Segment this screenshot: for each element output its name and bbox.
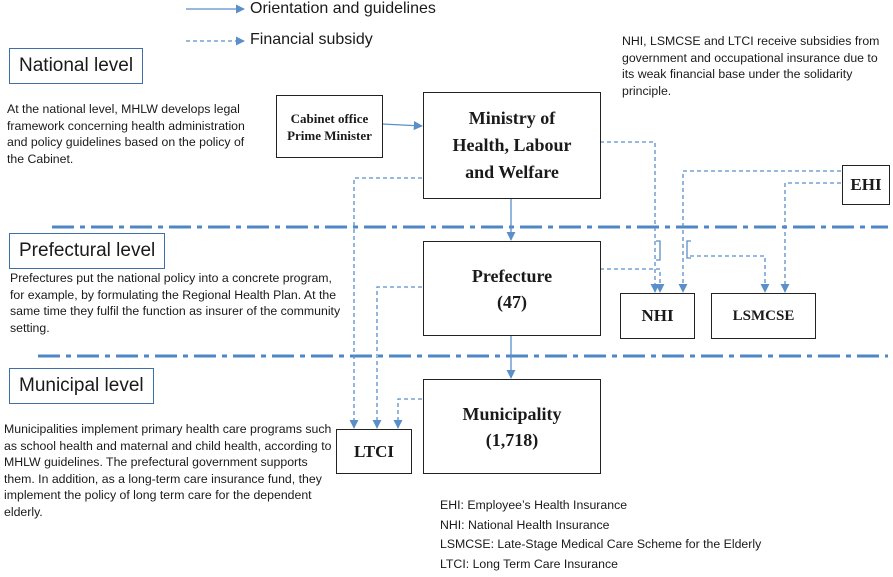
abbreviation-ltci: LTCI: Long Term Care Insurance	[440, 556, 618, 571]
node-cabinet-office: Cabinet office Prime Minister	[276, 95, 383, 158]
node-nhi: NHI	[620, 293, 695, 339]
node-prefecture: Prefecture (47)	[423, 241, 601, 336]
description-national: At the national level, MHLW develops leg…	[7, 102, 245, 166]
description-prefectural: Prefectures put the national policy into…	[10, 271, 341, 335]
subsidy-mhlw-to-nhi	[600, 141, 660, 293]
bracket-nhi	[656, 240, 661, 261]
level-national: National level	[9, 48, 144, 84]
abbreviation-key: EHI: Employee’s Health Insurance NHI: Na…	[440, 496, 761, 574]
arrow-cabinet-to-mhlw	[381, 121, 423, 131]
description-municipal: Municipalities implement primary health …	[4, 422, 332, 519]
subsidy-ehi-to-lsmcse	[780, 182, 841, 293]
node-lsmcse: LSMCSE	[711, 293, 816, 339]
subsidy-prefecture-to-ltci	[372, 286, 422, 429]
bracket-lsmcse	[686, 240, 691, 259]
node-ltci: LTCI	[336, 429, 412, 474]
legend-solid-label: Orientation and guidelines	[250, 0, 436, 17]
subsidy-municipality-to-ltci	[393, 398, 422, 429]
level-municipal: Municipal level	[9, 368, 154, 404]
node-mhlw: Ministry of Health, Labour and Welfare	[423, 92, 601, 199]
subsidy-prefecture-to-lsmcse	[690, 255, 770, 293]
level-prefectural: Prefectural level	[9, 233, 166, 269]
node-ehi: EHI	[842, 165, 890, 205]
abbreviation-ehi: EHI: Employee’s Health Insurance	[440, 498, 628, 512]
subsidy-prefecture-to-nhi	[600, 268, 665, 293]
node-municipality: Municipality (1,718)	[423, 379, 601, 474]
legend-dashed-label: Financial subsidy	[250, 31, 373, 48]
subsidy-ehi-to-nhi	[678, 170, 841, 293]
abbreviation-lsmcse: LSMCSE: Late-Stage Medical Care Scheme f…	[440, 537, 762, 551]
subsidy-mhlw-to-ltci	[349, 177, 422, 429]
abbreviation-nhi: NHI: National Health Insurance	[440, 517, 610, 532]
subsidy-note: NHI, LSMCSE and LTCI receive subsidies f…	[622, 34, 880, 98]
